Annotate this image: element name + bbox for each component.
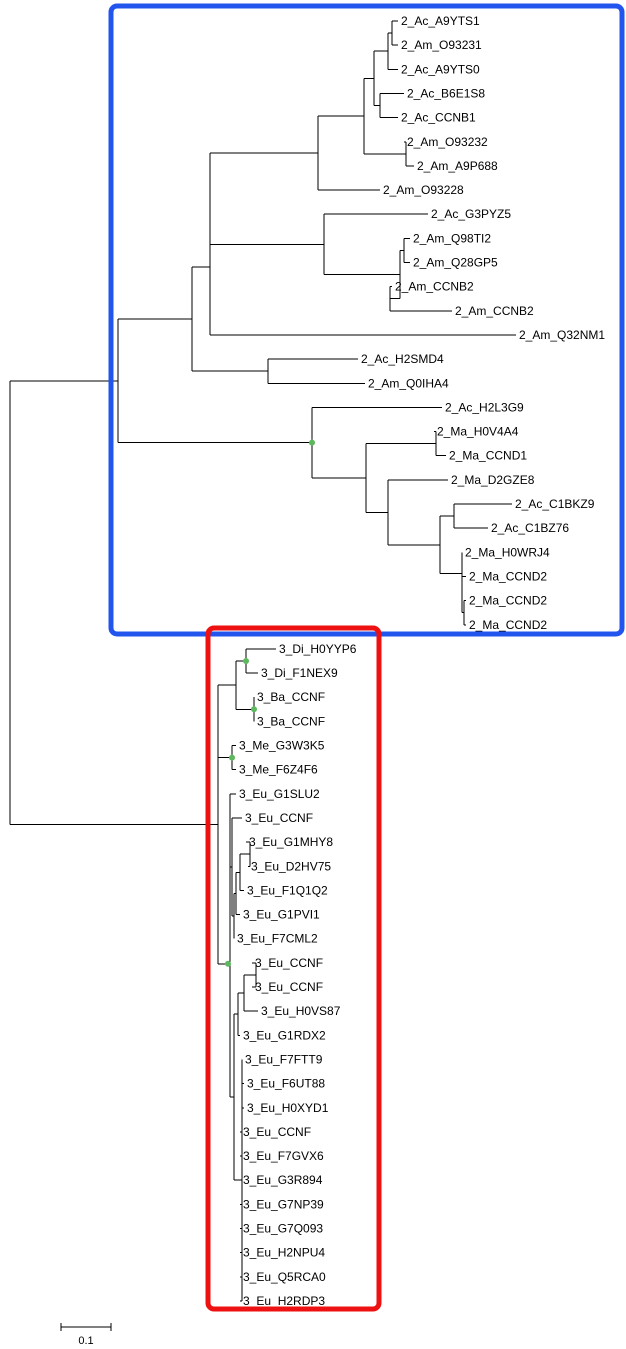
leaf-label: 2_Am_O93232 bbox=[407, 135, 488, 149]
leaf-label: 2_Ma_H0WRJ4 bbox=[465, 545, 550, 559]
leaf-label: 3_Eu_Q5RCA0 bbox=[243, 1270, 326, 1284]
leaf-label: 2_Ac_C1BZ76 bbox=[491, 521, 569, 535]
leaf-label: 3_Ba_CCNF bbox=[257, 690, 325, 704]
leaf-label: 2_Ac_G3PYZ5 bbox=[431, 207, 511, 221]
leaf-label: 3_Eu_F7GVX6 bbox=[243, 1149, 324, 1163]
leaf-label: 2_Ac_C1BKZ9 bbox=[515, 497, 595, 511]
node-marker bbox=[243, 657, 249, 664]
leaf-label: 3_Me_G3W3K5 bbox=[239, 739, 325, 753]
clade-box-red bbox=[205, 625, 382, 1312]
leaf-label: 2_Ac_H2L3G9 bbox=[445, 400, 524, 414]
leaf-label: 3_Eu_H0XYD1 bbox=[247, 1101, 329, 1115]
leaf-label: 3_Eu_CCNF bbox=[255, 980, 323, 994]
clade-box-blue bbox=[108, 3, 625, 637]
leaf-labels: 2_Ac_A9YTS1 2_Am_O93231 2_Ac_A9YTS0 2_Ac_B6… bbox=[237, 14, 605, 1308]
leaf-label: 3_Eu_H2RDP3 bbox=[243, 1294, 325, 1308]
leaf-label: 2_Am_A9P688 bbox=[417, 159, 498, 173]
leaf-label: 3_Me_F6Z4F6 bbox=[239, 763, 318, 777]
leaf-label: 3_Eu_F6UT88 bbox=[247, 1077, 325, 1091]
leaf-label: 3_Eu_CCNF bbox=[245, 811, 313, 825]
leaf-label: 3_Eu_D2HV75 bbox=[251, 859, 331, 873]
leaf-label: 3_Eu_CCNF bbox=[243, 1125, 311, 1139]
scale-bar-label: 0.1 bbox=[78, 1335, 93, 1347]
node-marker bbox=[229, 754, 235, 761]
leaf-label: 2_Ac_B6E1S8 bbox=[407, 86, 485, 100]
leaf-label: 3_Eu_CCNF bbox=[255, 956, 323, 970]
node-markers bbox=[225, 439, 315, 967]
leaf-label: 3_Eu_G1SLU2 bbox=[239, 787, 320, 801]
leaf-label: 3_Eu_G1MHY8 bbox=[249, 835, 333, 849]
tree-branches bbox=[9, 20, 516, 1302]
node-marker bbox=[251, 706, 257, 713]
leaf-label: 3_Eu_H2NPU4 bbox=[243, 1246, 325, 1260]
leaf-label: 2_Am_O93228 bbox=[383, 183, 464, 197]
leaf-label: 3_Ba_CCNF bbox=[257, 714, 325, 728]
node-marker bbox=[225, 960, 231, 967]
leaf-label: 2_Ma_CCND1 bbox=[449, 449, 527, 463]
leaf-label: 3_Eu_H0VS87 bbox=[261, 1004, 341, 1018]
leaf-label: 3_Eu_F1Q1Q2 bbox=[247, 883, 328, 897]
leaf-label: 2_Am_CCNB2 bbox=[395, 280, 474, 294]
leaf-label: 2_Ma_CCND2 bbox=[469, 594, 547, 608]
leaf-label: 2_Am_Q28GP5 bbox=[413, 256, 498, 270]
leaf-label: 2_Ma_CCND2 bbox=[469, 618, 547, 632]
leaf-label: 2_Am_CCNB2 bbox=[455, 304, 534, 318]
node-marker bbox=[309, 439, 315, 446]
leaf-label: 2_Ma_D2GZE8 bbox=[451, 473, 535, 487]
leaf-label: 2_Ac_A9YTS0 bbox=[401, 62, 480, 76]
leaf-label: 3_Eu_G3R894 bbox=[243, 1173, 323, 1187]
leaf-label: 2_Ac_CCNB1 bbox=[401, 111, 476, 125]
leaf-label: 3_Eu_F7FTT9 bbox=[245, 1052, 323, 1066]
leaf-label: 3_Eu_G1PVI1 bbox=[243, 908, 320, 922]
leaf-label: 2_Ac_A9YTS1 bbox=[401, 14, 480, 28]
leaf-label: 2_Am_O93231 bbox=[401, 38, 482, 52]
leaf-label: 3_Eu_F7CML2 bbox=[237, 932, 318, 946]
leaf-label: 2_Am_Q32NM1 bbox=[519, 328, 605, 342]
leaf-label: 2_Ma_H0V4A4 bbox=[437, 425, 519, 439]
leaf-label: 2_Am_Q0IHA4 bbox=[368, 376, 449, 390]
leaf-label: 3_Eu_G7NP39 bbox=[243, 1197, 324, 1211]
leaf-label: 3_Di_F1NEX9 bbox=[261, 666, 338, 680]
leaf-label: 3_Eu_G7Q093 bbox=[243, 1222, 323, 1236]
leaf-label: 2_Am_Q98TI2 bbox=[413, 231, 491, 245]
leaf-label: 2_Ac_H2SMD4 bbox=[361, 352, 444, 366]
scale-bar: 0.1 bbox=[60, 1323, 112, 1347]
leaf-label: 3_Di_H0YYP6 bbox=[279, 642, 357, 656]
leaf-label: 3_Eu_G1RDX2 bbox=[243, 1028, 326, 1042]
leaf-label: 2_Ma_CCND2 bbox=[469, 569, 547, 583]
